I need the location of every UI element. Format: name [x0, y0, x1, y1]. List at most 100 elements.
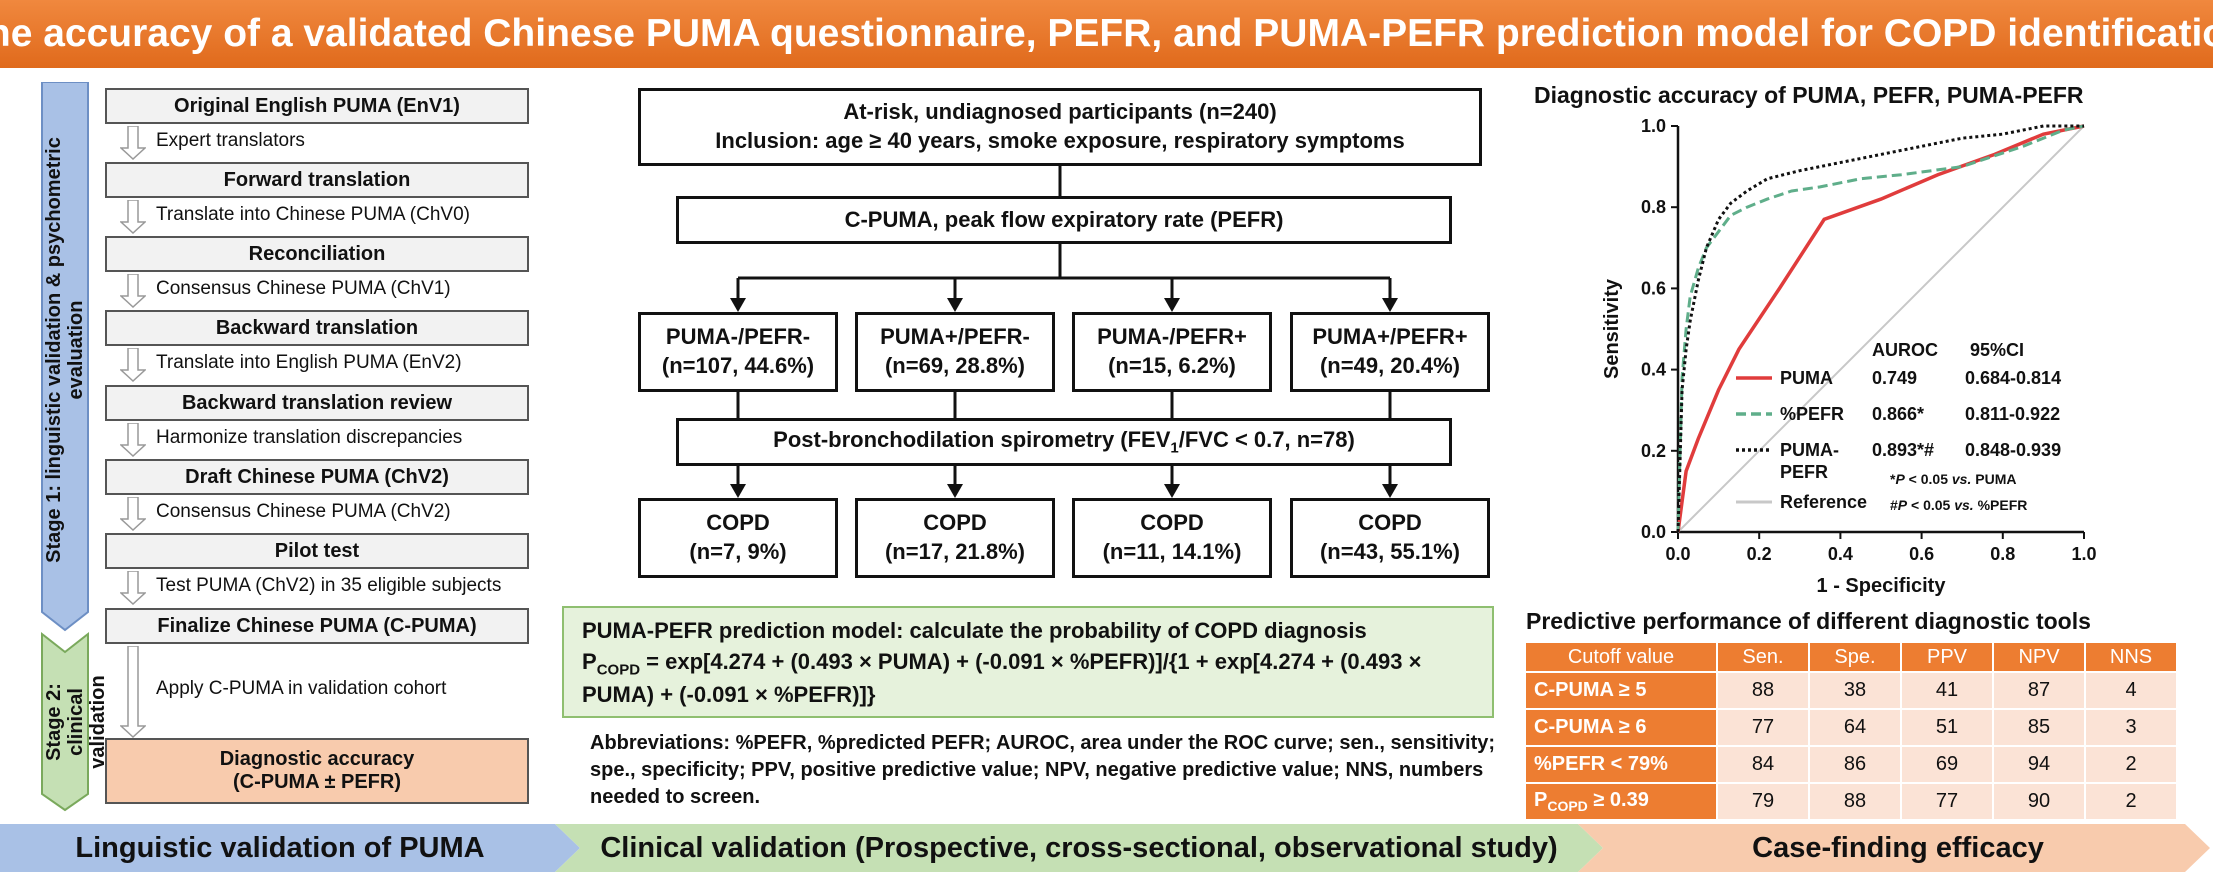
copd-label: COPD	[1140, 510, 1204, 536]
step-down-arrow	[120, 126, 146, 160]
copd-box: COPD(n=43, 55.1%)	[1290, 498, 1490, 578]
value-cell: 84	[1716, 745, 1810, 784]
banner-linguistic: Linguistic validation of PUMA	[75, 831, 485, 864]
step-box: Draft Chinese PUMA (ChV2)	[105, 459, 529, 495]
step-note: Consensus Chinese PUMA (ChV1)	[156, 278, 451, 299]
value-cell: 69	[1900, 745, 1994, 784]
value-cell: 2	[2084, 745, 2178, 784]
final-step-box: Diagnostic accuracy (C-PUMA ± PEFR)	[105, 738, 529, 804]
y-tick-label: 0.6	[1641, 278, 1666, 298]
table-header-cell: Sen.	[1716, 641, 1810, 673]
y-tick-label: 0.2	[1641, 441, 1666, 461]
x-tick-label: 0.8	[1990, 544, 2015, 564]
step-down-arrow	[120, 200, 146, 234]
y-tick-label: 0.4	[1641, 360, 1666, 380]
x-tick-label: 0.2	[1747, 544, 1772, 564]
value-cell: 64	[1808, 708, 1902, 747]
legend-auroc: 0.866*	[1872, 404, 1924, 424]
table-title: Predictive performance of different diag…	[1526, 608, 2091, 634]
group-count: (n=69, 28.8%)	[884, 353, 1025, 378]
value-cell: 38	[1808, 671, 1902, 710]
formula-equation: PCOPD = exp[4.274 + (0.493 × PUMA) + (-0…	[582, 648, 1422, 708]
group-count: (n=49, 20.4%)	[1319, 353, 1460, 378]
group-count: (n=15, 6.2%)	[1108, 353, 1236, 378]
step-box: Backward translation	[105, 310, 529, 346]
copd-box: COPD (n=17, 21.8%)	[855, 498, 1055, 578]
group-name: PUMA-/PEFR+	[1097, 324, 1247, 350]
step-note: Expert translators	[156, 130, 305, 151]
final-step-line1: Diagnostic accuracy	[219, 748, 415, 770]
value-cell: 90	[1992, 782, 2086, 821]
legend-ci: 0.684-0.814	[1965, 368, 2061, 388]
value-cell: 87	[1992, 671, 2086, 710]
legend-auroc: 0.749	[1872, 368, 1917, 388]
group-count: (n=107, 44.6%)	[661, 353, 815, 378]
step-note: Test PUMA (ChV2) in 35 eligible subjects	[156, 575, 502, 596]
banner-seg1-shape	[0, 824, 580, 872]
banner-case-finding: Case-finding efficacy	[1752, 831, 2044, 864]
table-header-cell: Cutoff value	[1524, 641, 1718, 673]
x-tick-label: 0.0	[1665, 544, 1690, 564]
step-box: Backward translation review	[105, 385, 529, 421]
step-box: Original English PUMA (EnV1)	[105, 88, 529, 124]
value-cell: 41	[1900, 671, 1994, 710]
group-name: PUMA+/PEFR+	[1312, 324, 1468, 350]
roc-line-puma-pefr	[1676, 124, 2084, 533]
cutoff-cell: PCOPD ≥ 0.39	[1524, 782, 1718, 821]
participants-line1: At-risk, undiagnosed participants (n=240…	[843, 99, 1277, 125]
banner-seg3-shape	[1578, 824, 2210, 872]
abbreviations-text: Abbreviations: %PEFR, %predicted PEFR; A…	[590, 732, 1496, 808]
banner-seg2-shape	[555, 824, 1603, 872]
spirometry-box: Post-bronchodilation spirometry (FEV1/FV…	[676, 418, 1452, 466]
value-cell: 94	[1992, 745, 2086, 784]
bottom-banner-shapes	[0, 824, 2210, 872]
y-tick-label: 0.8	[1641, 197, 1666, 217]
step-box: Reconciliation	[105, 236, 529, 272]
step-down-arrow	[120, 274, 146, 308]
step-box: Forward translation	[105, 162, 529, 198]
x-tick-label: 0.4	[1828, 544, 1853, 564]
value-cell: 51	[1900, 708, 1994, 747]
y-tick-label: 1.0	[1641, 116, 1666, 136]
value-cell: 3	[2084, 708, 2178, 747]
value-cell: 88	[1808, 782, 1902, 821]
copd-count: (n=11, 14.1%)	[1102, 539, 1242, 564]
cutoff-cell: C-PUMA ≥ 5	[1524, 671, 1718, 710]
legend-ci: 0.811-0.922	[1965, 404, 2060, 424]
y-tick-label: 0.0	[1641, 522, 1666, 542]
step-note: Harmonize translation discrepancies	[156, 427, 463, 448]
step-down-arrow	[120, 348, 146, 382]
x-tick-label: 0.6	[1909, 544, 1934, 564]
step-box: Finalize Chinese PUMA (C-PUMA)	[105, 608, 529, 644]
copd-label: COPD	[923, 510, 987, 536]
group-box: PUMA+/PEFR-(n=69, 28.8%)	[855, 312, 1055, 392]
cutoff-cell: C-PUMA ≥ 6	[1524, 708, 1718, 747]
stage1-arrow	[41, 82, 89, 632]
spirometry-label: Post-bronchodilation spirometry (FEV1/FV…	[773, 427, 1355, 457]
final-step-line2: (C-PUMA ± PEFR)	[233, 771, 401, 793]
group-box: PUMA+/PEFR+ (n=49, 20.4%)	[1290, 312, 1490, 392]
tests-box: C-PUMA, peak flow expiratory rate (PEFR)	[676, 196, 1452, 244]
step-note: Translate into English PUMA (EnV2)	[156, 352, 462, 373]
formula-heading: PUMA-PEFR prediction model: calculate th…	[582, 618, 1367, 643]
stage2-arrow	[41, 631, 89, 812]
step-down-arrow	[120, 423, 146, 457]
step-box: Pilot test	[105, 533, 529, 569]
group-name: PUMA-/PEFR-	[665, 324, 811, 350]
copd-count: (n=17, 21.8%)	[884, 539, 1025, 564]
legend-ci-header: 95%CI	[1970, 340, 2024, 360]
x-axis-label: 1 - Specificity	[1817, 575, 1947, 597]
significance-note: #P < 0.05 vs. %PEFR	[1890, 497, 2027, 513]
step-note: Translate into Chinese PUMA (ChV0)	[156, 204, 470, 225]
value-cell: 85	[1992, 708, 2086, 747]
step-note: Consensus Chinese PUMA (ChV2)	[156, 501, 451, 522]
group-box: PUMA-/PEFR- (n=107, 44.6%)	[638, 312, 838, 392]
copd-label: COPD	[1358, 510, 1422, 536]
copd-count: (n=7, 9%)	[689, 539, 787, 564]
